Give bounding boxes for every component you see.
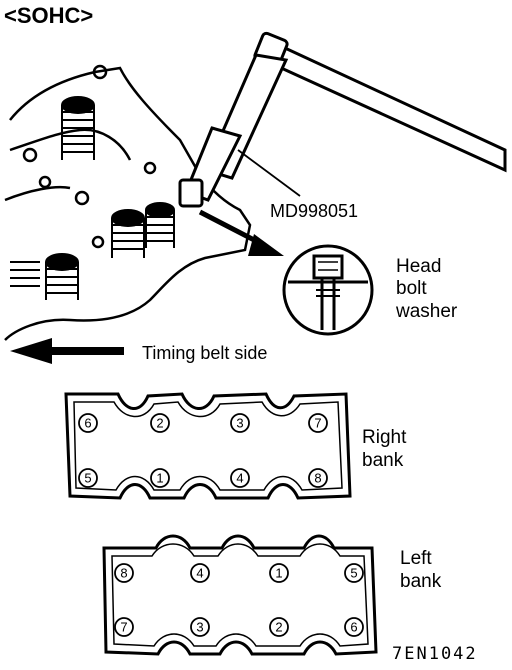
bolt-number: 7 (314, 416, 321, 431)
bank-label-line: Left (400, 548, 432, 569)
bolt-marker: 1 (150, 468, 170, 488)
bolt-marker: 8 (308, 468, 328, 488)
bolt-marker: 4 (190, 563, 210, 583)
bank-label-line: bank (362, 450, 404, 472)
bolt-marker: 2 (269, 617, 289, 637)
timing-belt-label: Timing belt side (142, 343, 268, 363)
page-title: <SOHC> (4, 3, 94, 28)
bolt-marker: 1 (269, 563, 289, 583)
bolt-number: 3 (236, 416, 243, 431)
bolt-marker: 4 (230, 468, 250, 488)
left-bank-gasket (102, 534, 378, 656)
bolt-marker: 5 (78, 468, 98, 488)
bolt-number: 1 (275, 566, 282, 581)
figure-code: 7EN1042 (392, 644, 478, 664)
bolt-number: 4 (236, 471, 243, 486)
timing-side-arrow (10, 338, 124, 364)
bolt-marker: 7 (308, 413, 328, 433)
bolt-number: 2 (156, 416, 163, 431)
washer-callout: Head bolt washer (396, 256, 506, 323)
callout-line: Head (396, 256, 442, 277)
special-tool (178, 31, 507, 208)
left-bank-label: Left bank (400, 547, 480, 593)
valve-spring-2 (111, 209, 145, 258)
bolt-number: 3 (196, 620, 203, 635)
washer-detail-circle (282, 244, 374, 336)
right-bank-bolts: 6 2 3 7 5 1 4 8 (78, 413, 328, 488)
valve-spring-1 (61, 96, 95, 160)
bolt-number: 1 (156, 471, 163, 486)
bolt-number: 8 (120, 566, 127, 581)
bolt-marker: 6 (78, 413, 98, 433)
bank-label-line: Right (362, 427, 407, 448)
bolt-number: 5 (350, 566, 357, 581)
tool-label: MD998051 (270, 201, 359, 221)
bolt-number: 4 (196, 566, 203, 581)
bolt-number: 2 (275, 620, 282, 635)
bolt-marker: 3 (230, 413, 250, 433)
bolt-number: 6 (84, 416, 91, 431)
bank-label-line: bank (400, 571, 442, 593)
bolt-marker: 3 (190, 617, 210, 637)
callout-line: bolt (396, 278, 427, 300)
zoom-arrow (198, 209, 284, 256)
engine-illustration (4, 64, 252, 341)
left-bank-bolts: 8 4 1 5 7 3 2 6 (114, 563, 364, 637)
bolt-marker: 2 (150, 413, 170, 433)
right-bank-gasket (64, 392, 352, 500)
bolt-marker: 7 (114, 617, 134, 637)
bolt-marker: 6 (344, 617, 364, 637)
bolt-number: 7 (120, 620, 127, 635)
valve-spring-4 (10, 253, 79, 300)
bolt-marker: 8 (114, 563, 134, 583)
bolt-number: 8 (314, 471, 321, 486)
callout-line: washer (396, 300, 458, 322)
bolt-number: 5 (84, 471, 91, 486)
right-bank-label: Right bank (362, 426, 442, 472)
valve-spring-3 (145, 202, 175, 248)
bolt-number: 6 (350, 620, 357, 635)
bolt-marker: 5 (344, 563, 364, 583)
